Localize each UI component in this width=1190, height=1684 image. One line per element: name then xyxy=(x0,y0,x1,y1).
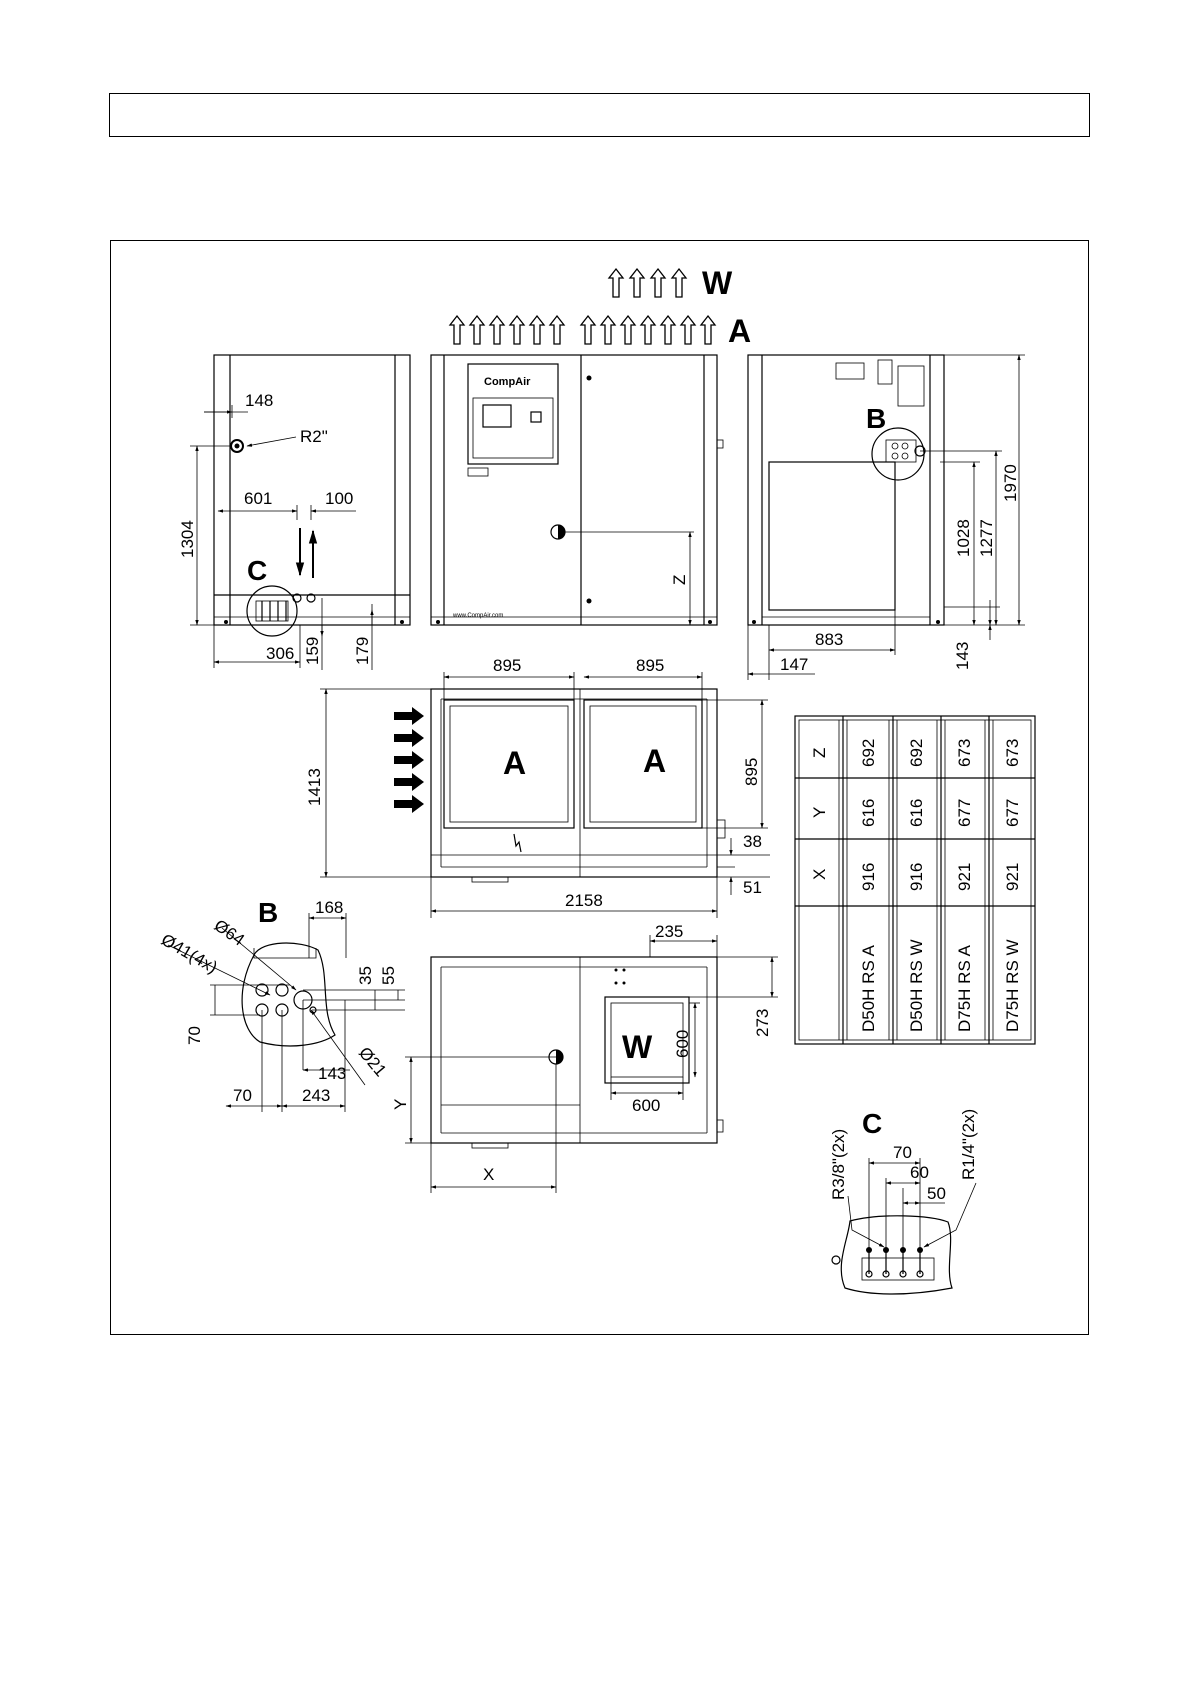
dim-1304: 1304 xyxy=(178,520,197,558)
table-cell-y: 677 xyxy=(1003,799,1022,827)
dim-b-21: Ø21 xyxy=(355,1043,390,1080)
label-w-top: W xyxy=(702,265,733,301)
dim-y: Y xyxy=(391,1099,410,1110)
label-c-left: C xyxy=(247,555,267,586)
label-b-detail: B xyxy=(258,897,278,928)
dim-b-143: 143 xyxy=(318,1064,346,1083)
dim-b-70-horiz: 70 xyxy=(233,1086,252,1105)
table-cell-z: 692 xyxy=(907,739,926,767)
table-cell-y: 677 xyxy=(955,799,974,827)
dim-895-vert: 895 xyxy=(742,758,761,786)
label-w-panel: W xyxy=(622,1029,653,1065)
table-cell-y: 616 xyxy=(907,799,926,827)
label-c-detail: C xyxy=(862,1108,882,1139)
dim-b-70-vert: 70 xyxy=(185,1026,204,1045)
label-b-right: B xyxy=(866,403,886,434)
table-cell-x: 921 xyxy=(1003,863,1022,891)
table-header-z: Z xyxy=(810,748,829,758)
dim-1413: 1413 xyxy=(305,768,324,806)
dim-b-55: 55 xyxy=(379,966,398,985)
dim-600-vert: 600 xyxy=(673,1030,692,1058)
drawing-frame xyxy=(110,240,1089,1335)
label-a-right-panel: A xyxy=(643,743,666,779)
detail-c xyxy=(831,1158,977,1295)
dim-b-35: 35 xyxy=(356,966,375,985)
dim-c-14: R1/4"(2x) xyxy=(959,1109,978,1180)
dim-601: 601 xyxy=(244,489,272,508)
dim-179: 179 xyxy=(353,637,372,665)
table-cell-z: 673 xyxy=(1003,739,1022,767)
water-flow-arrows xyxy=(608,268,687,298)
dim-51: 51 xyxy=(743,878,762,897)
detail-b xyxy=(167,913,405,1112)
brand-logo: CompAir xyxy=(484,376,531,388)
dim-235: 235 xyxy=(655,922,683,941)
brand-website: www.CompAir.com xyxy=(452,613,503,619)
dim-306: 306 xyxy=(266,644,294,663)
dim-c-38: R3/8"(2x) xyxy=(829,1129,848,1200)
header-box xyxy=(109,93,1090,137)
dim-b-243: 243 xyxy=(302,1086,330,1105)
table-cell-model: D50H RS W xyxy=(907,939,926,1032)
dim-1970: 1970 xyxy=(1001,464,1020,502)
dim-c-70: 70 xyxy=(893,1143,912,1162)
dim-c-50: 50 xyxy=(927,1184,946,1203)
dim-38: 38 xyxy=(743,832,762,851)
dim-x: X xyxy=(483,1165,494,1184)
table-cell-model: D75H RS A xyxy=(955,944,974,1032)
dim-600-horiz: 600 xyxy=(632,1096,660,1115)
label-a-top: A xyxy=(728,313,751,349)
dim-147: 147 xyxy=(780,655,808,674)
dim-c-60: 60 xyxy=(910,1163,929,1182)
label-a-left-panel: A xyxy=(503,745,526,781)
table-header-x: X xyxy=(810,869,829,880)
dim-100: 100 xyxy=(325,489,353,508)
dim-2158: 2158 xyxy=(565,891,603,910)
right-side-view xyxy=(747,354,1025,680)
dim-z: Z xyxy=(670,575,689,585)
dim-r2: R2" xyxy=(300,427,328,446)
dim-895-right: 895 xyxy=(636,656,664,675)
dim-b-41: Ø41(4x) xyxy=(158,930,221,977)
dim-1028: 1028 xyxy=(954,519,973,557)
table-cell-x: 921 xyxy=(955,863,974,891)
dim-b-168: 168 xyxy=(315,898,343,917)
front-view xyxy=(430,354,724,626)
table-cell-y: 616 xyxy=(859,799,878,827)
dim-1277: 1277 xyxy=(977,519,996,557)
table-cell-x: 916 xyxy=(907,863,926,891)
dim-883: 883 xyxy=(815,630,843,649)
dim-273: 273 xyxy=(753,1009,772,1037)
air-flow-arrows xyxy=(449,315,716,345)
table-cell-z: 673 xyxy=(955,739,974,767)
dim-159: 159 xyxy=(303,637,322,665)
model-table xyxy=(794,715,1036,1045)
left-side-view xyxy=(190,354,411,670)
table-cell-model: D50H RS A xyxy=(859,944,878,1032)
dim-143-right: 143 xyxy=(953,642,972,670)
dim-148: 148 xyxy=(245,391,273,410)
table-header-y: Y xyxy=(810,807,829,818)
bottom-view xyxy=(405,935,778,1193)
table-cell-model: D75H RS W xyxy=(1003,939,1022,1032)
table-cell-x: 916 xyxy=(859,863,878,891)
table-cell-z: 692 xyxy=(859,739,878,767)
dim-895-left: 895 xyxy=(493,656,521,675)
top-view xyxy=(320,672,770,918)
